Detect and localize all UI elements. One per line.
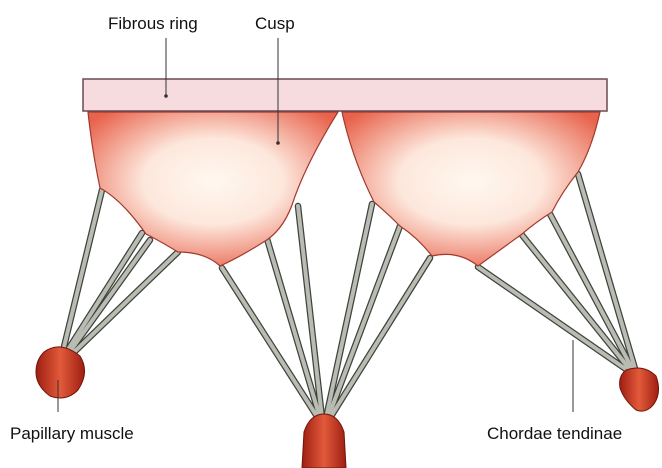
papillary-muscle-left bbox=[36, 347, 85, 398]
label-fibrous-ring: Fibrous ring bbox=[108, 15, 198, 32]
label-cusp: Cusp bbox=[255, 15, 295, 32]
leader-cusp-dot bbox=[276, 141, 280, 145]
label-papillary-muscle: Papillary muscle bbox=[10, 425, 134, 442]
papillary-muscle-center bbox=[302, 414, 346, 468]
papillary-muscle-right bbox=[620, 368, 659, 411]
leader-fibrous-ring-dot bbox=[164, 94, 168, 98]
fibrous-ring bbox=[83, 79, 607, 111]
cusp-right bbox=[342, 112, 600, 266]
chorda-tendinea-core bbox=[222, 268, 318, 418]
label-chordae-tendinae: Chordae tendinae bbox=[487, 425, 622, 442]
